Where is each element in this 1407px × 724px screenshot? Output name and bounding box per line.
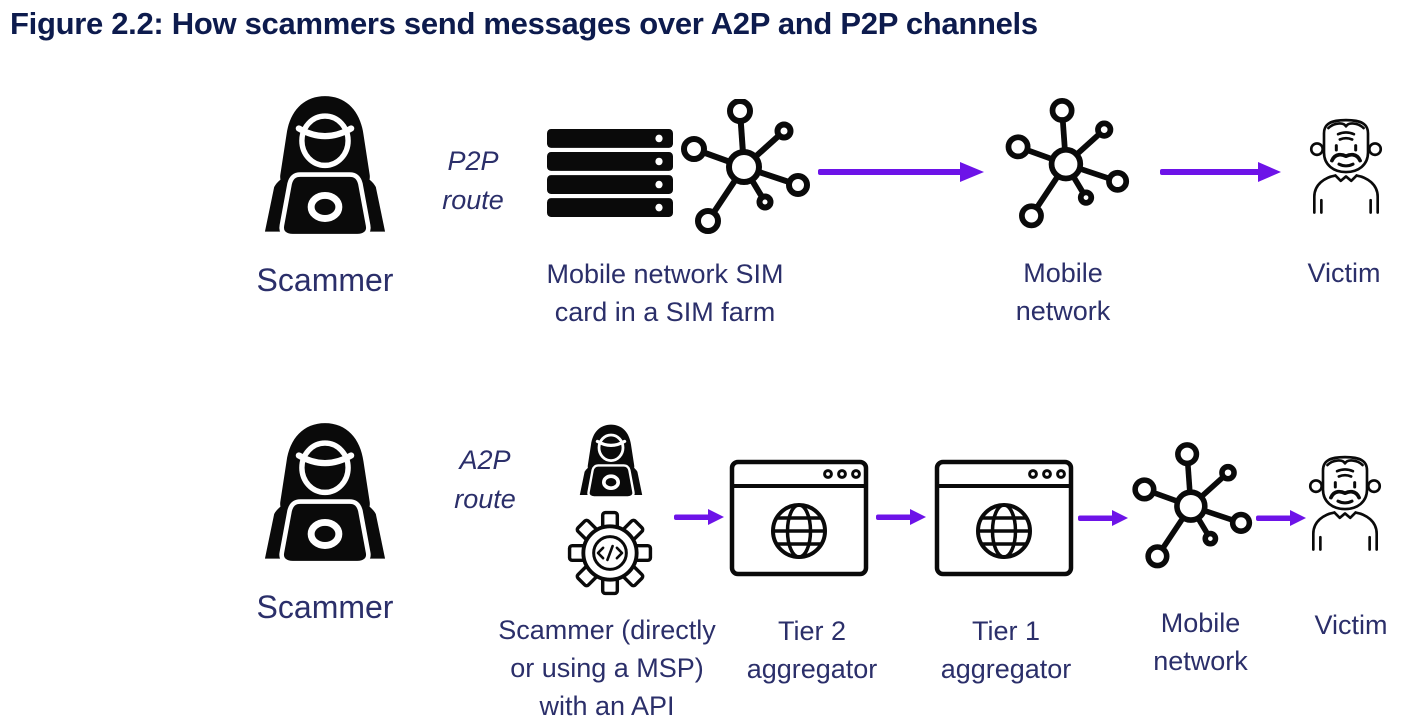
mini-scammer-icon bbox=[568, 423, 654, 503]
a2p-arrow-4 bbox=[1256, 507, 1306, 529]
victim-label: Victim bbox=[1307, 258, 1381, 288]
figure-title: Figure 2.2: How scammers send messages o… bbox=[10, 6, 1038, 41]
sim-farm-network-hub-icon bbox=[672, 99, 812, 239]
p2p-route-label: P2P route bbox=[442, 146, 504, 215]
victim-label: Victim bbox=[1314, 610, 1388, 640]
victim-icon bbox=[1301, 440, 1389, 564]
mobile-network-icon bbox=[997, 96, 1131, 236]
a2p-route-label: A2P route bbox=[454, 445, 516, 514]
sim-farm-label: Mobile network SIM card in a SIM farm bbox=[546, 259, 784, 327]
p2p-arrow-2 bbox=[1160, 160, 1281, 184]
a2p-arrow-1 bbox=[674, 506, 724, 528]
tier2-aggregator-label: Tier 2 aggregator bbox=[746, 616, 878, 684]
api-gear-icon bbox=[567, 510, 653, 596]
mobile-network-label: Mobile network bbox=[1015, 258, 1111, 326]
scammer-icon bbox=[248, 420, 402, 574]
victim-icon bbox=[1302, 102, 1390, 228]
tier1-aggregator-label: Tier 1 aggregator bbox=[940, 616, 1072, 684]
tier1-aggregator-icon bbox=[932, 459, 1076, 577]
a2p-arrow-2 bbox=[876, 506, 926, 528]
mobile-network-icon bbox=[1124, 441, 1254, 575]
scammer-icon bbox=[248, 93, 402, 247]
mobile-network-label: Mobile network bbox=[1153, 608, 1248, 676]
a2p-arrow-3 bbox=[1078, 507, 1128, 529]
scammer-label: Scammer bbox=[256, 262, 394, 298]
api-scammer-label: Scammer (directly or using a MSP) with a… bbox=[498, 615, 716, 721]
scammer-label: Scammer bbox=[256, 589, 394, 625]
p2p-arrow-1 bbox=[818, 160, 984, 184]
tier2-aggregator-icon bbox=[727, 459, 871, 577]
sim-farm-server-icon bbox=[547, 129, 673, 217]
